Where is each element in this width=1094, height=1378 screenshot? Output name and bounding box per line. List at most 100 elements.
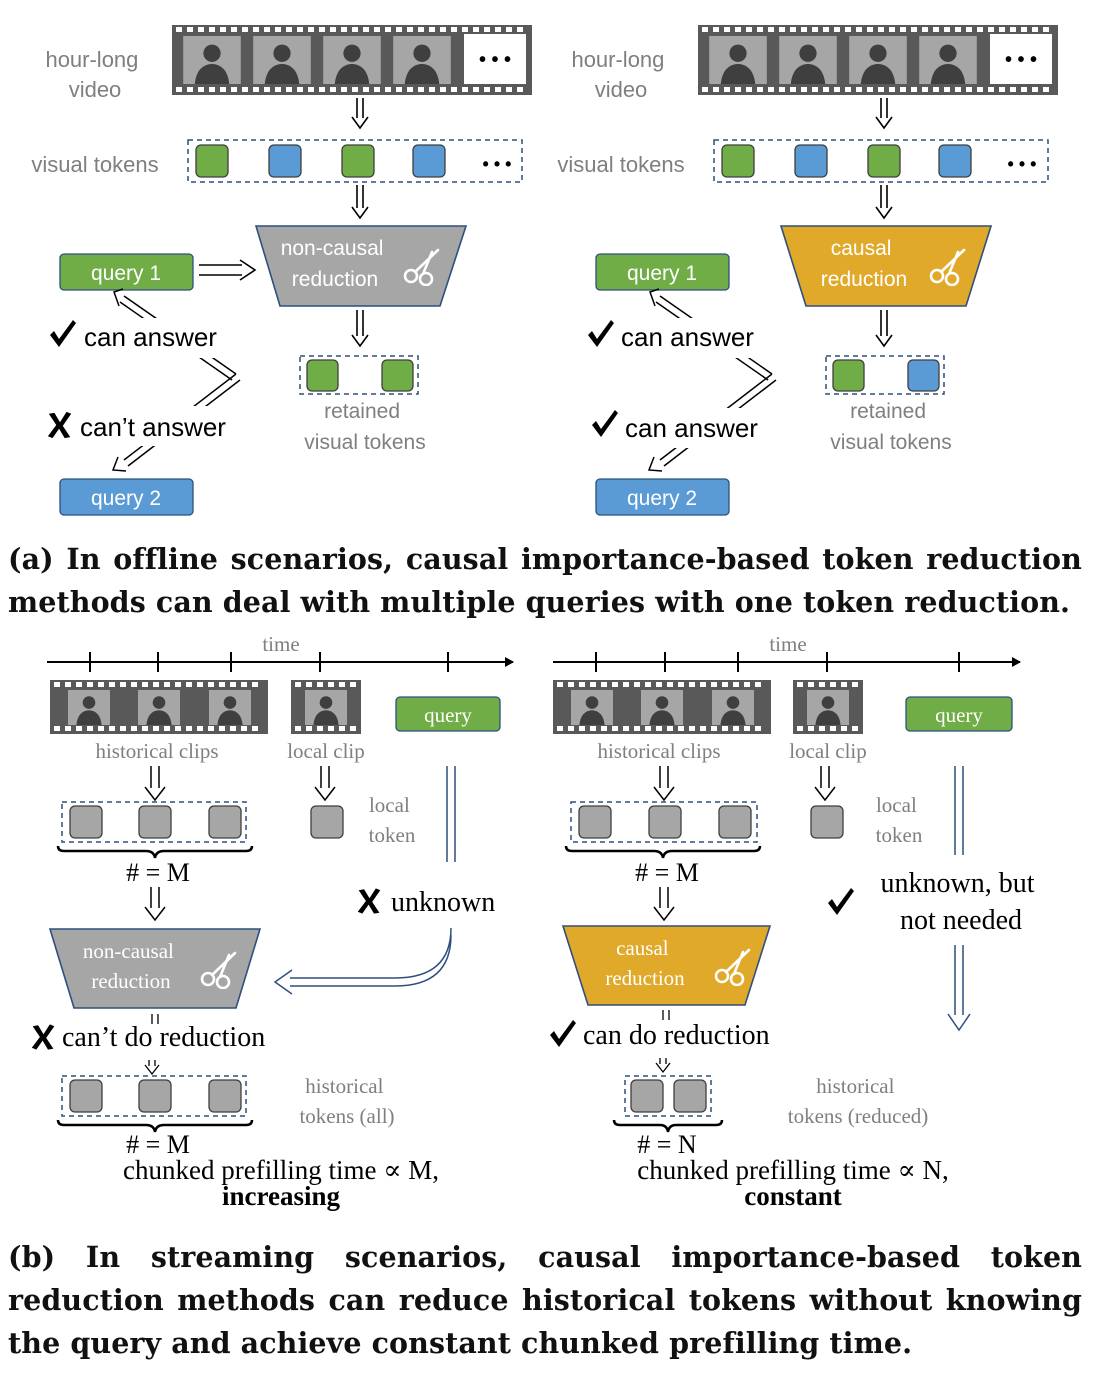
retained-label: retained visual tokens: [830, 400, 951, 454]
query-label: query: [424, 703, 472, 727]
query-arrow: [954, 766, 964, 855]
film-hole: [557, 726, 563, 731]
arrow-down: [875, 98, 893, 130]
film-hole: [295, 726, 301, 731]
film-hole: [808, 726, 814, 731]
film-hole: [999, 87, 1005, 92]
offline-right-panel: hour-long video • • • visual tokens • • …: [557, 25, 1058, 516]
film-hole: [153, 682, 159, 687]
film-hole: [352, 27, 358, 32]
token-gray: [208, 1079, 242, 1113]
film-hole: [755, 682, 761, 687]
arrow-down: [814, 766, 836, 802]
film-hole: [297, 27, 303, 32]
film-hole: [757, 87, 763, 92]
film-hole: [54, 682, 60, 687]
token-gray: [718, 805, 752, 839]
film-hole: [590, 726, 596, 731]
answer-status: can answer: [621, 322, 754, 352]
film-hole: [230, 726, 236, 731]
film-hole: [306, 726, 312, 731]
token-blue: [794, 144, 828, 178]
local-clip-label: local clip: [789, 739, 867, 763]
film-hole: [689, 682, 695, 687]
check-icon: [550, 1020, 576, 1047]
film-hole: [429, 87, 435, 92]
film-hole: [176, 87, 182, 92]
film-hole: [187, 87, 193, 92]
film-hole: [198, 87, 204, 92]
film-hole: [396, 87, 402, 92]
film-hole: [911, 27, 917, 32]
film-hole: [209, 87, 215, 92]
video-frame: [183, 36, 241, 84]
film-hole: [295, 682, 301, 687]
count-label: # = M: [126, 1130, 190, 1159]
film-hole: [76, 726, 82, 731]
film-hole: [900, 27, 906, 32]
tokens-ellipsis: • • •: [1008, 154, 1037, 174]
film-hole: [735, 27, 741, 32]
arrow-down: [875, 185, 893, 220]
film-hole: [187, 27, 193, 32]
film-hole: [852, 682, 858, 687]
film-hole: [175, 682, 181, 687]
film-holes-top: [176, 27, 523, 32]
film-hole: [711, 682, 717, 687]
reduction-status: can’t do reduction: [62, 1022, 265, 1053]
film-hole: [933, 87, 939, 92]
film-hole: [131, 682, 137, 687]
film-holes-bottom: [176, 87, 523, 92]
label-backdrop: [620, 408, 776, 448]
video-frame: [709, 36, 767, 84]
query-box: [395, 696, 501, 732]
film-hole: [98, 726, 104, 731]
query-2-label: query 2: [627, 487, 697, 510]
historical-tokens-box: [61, 1075, 247, 1117]
film-hole: [363, 87, 369, 92]
film-hole: [790, 87, 796, 92]
film-hole: [944, 27, 950, 32]
historical-tokens-label: historical tokens (reduced): [788, 1074, 929, 1128]
film-hole: [922, 87, 928, 92]
film-hole: [1032, 87, 1038, 92]
film-hole: [852, 726, 858, 731]
film-hole: [506, 87, 512, 92]
film-hole: [568, 682, 574, 687]
film-hole: [878, 87, 884, 92]
film-hole: [744, 682, 750, 687]
non-causal-reduction-trapezoid: [48, 928, 262, 1009]
retained-tokens-box: [825, 355, 945, 395]
film-hole: [319, 87, 325, 92]
ellipsis-text: • • •: [1005, 49, 1037, 71]
film-hole: [175, 726, 181, 731]
film-hole: [656, 682, 662, 687]
token-green: [195, 144, 229, 178]
token-green: [721, 144, 755, 178]
film-hole: [808, 682, 814, 687]
query-1-box: [59, 253, 194, 291]
local-token: [810, 805, 844, 839]
film-hole: [801, 87, 807, 92]
film-hole: [702, 27, 708, 32]
film-hole: [713, 87, 719, 92]
token-gray: [630, 1079, 664, 1113]
film-hole: [65, 682, 71, 687]
film-hole: [667, 682, 673, 687]
film-hole: [451, 27, 457, 32]
film-hole: [889, 87, 895, 92]
film-strip: • • •: [698, 25, 1058, 95]
film-hole: [350, 726, 356, 731]
film-hole: [944, 87, 950, 92]
film-hole: [645, 726, 651, 731]
film-hole: [797, 726, 803, 731]
film-hole: [834, 87, 840, 92]
non-causal-reduction-trapezoid: [254, 225, 468, 307]
film-hole: [590, 682, 596, 687]
film-hole: [440, 87, 446, 92]
token-blue: [268, 144, 302, 178]
film-hole: [219, 726, 225, 731]
answer-status: can answer: [625, 413, 758, 443]
film-hole: [724, 87, 730, 92]
film-hole: [722, 682, 728, 687]
